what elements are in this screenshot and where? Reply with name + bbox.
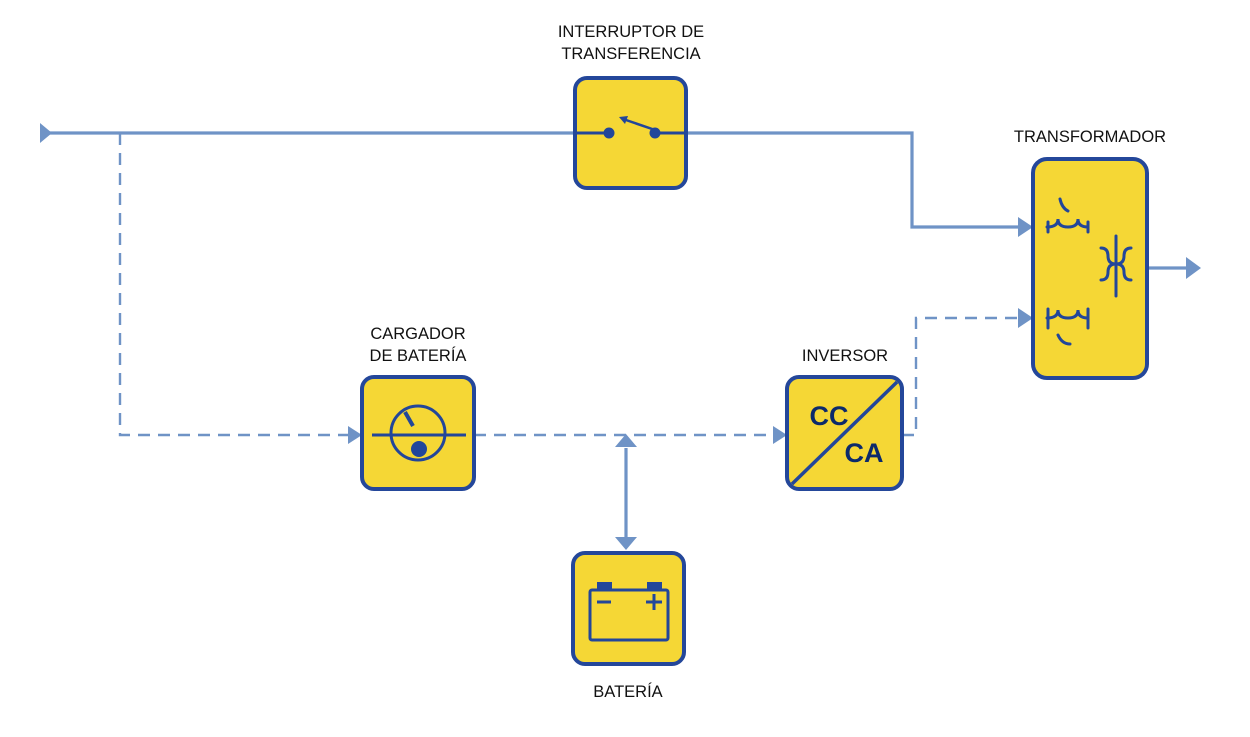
inverter-input-arrow	[773, 426, 787, 444]
gauge-icon	[372, 404, 466, 462]
battery-link-down-arrow	[615, 537, 637, 550]
charger-label: CARGADOR DE BATERÍA	[338, 323, 498, 367]
transfer-switch-block	[573, 76, 688, 190]
inverter-label: INVERSOR	[801, 347, 889, 365]
transfer-switch-label-line-1: INTERRUPTOR DE	[557, 23, 705, 41]
dashed-line-to-charger	[118, 133, 350, 437]
battery-charger-block	[360, 375, 476, 491]
inverter-block: CC CA	[785, 375, 904, 491]
ac-label: CA	[845, 438, 884, 468]
transfer-switch-label: INTERRUPTOR DE TRANSFERENCIA	[531, 21, 731, 65]
transfer-switch-label-line-2: TRANSFERENCIA	[561, 45, 701, 63]
battery-icon	[588, 582, 670, 642]
dc-label: CC	[810, 401, 849, 431]
connections	[40, 123, 1201, 550]
battery-link-up-arrow	[615, 434, 637, 447]
transformer-input-bottom-arrow	[1018, 308, 1033, 328]
output-arrow-icon	[1186, 257, 1201, 279]
bypass-line-to-transformer	[686, 131, 1018, 229]
charger-label-line-1: CARGADOR	[370, 325, 466, 343]
battery-block	[571, 551, 686, 666]
transformer-block	[1031, 157, 1149, 380]
transformer-coils-icon	[1045, 197, 1133, 346]
transformer-label: TRANSFORMADOR	[1013, 128, 1167, 146]
charger-label-line-2: DE BATERÍA	[369, 347, 467, 365]
charger-input-arrow	[348, 426, 362, 444]
dashed-line-inverter-to-transformer	[902, 316, 1018, 437]
transformer-input-top-arrow	[1018, 217, 1033, 237]
dc-ac-icon	[790, 380, 899, 486]
battery-label: BATERÍA	[593, 683, 663, 701]
switch-icon	[575, 116, 686, 139]
